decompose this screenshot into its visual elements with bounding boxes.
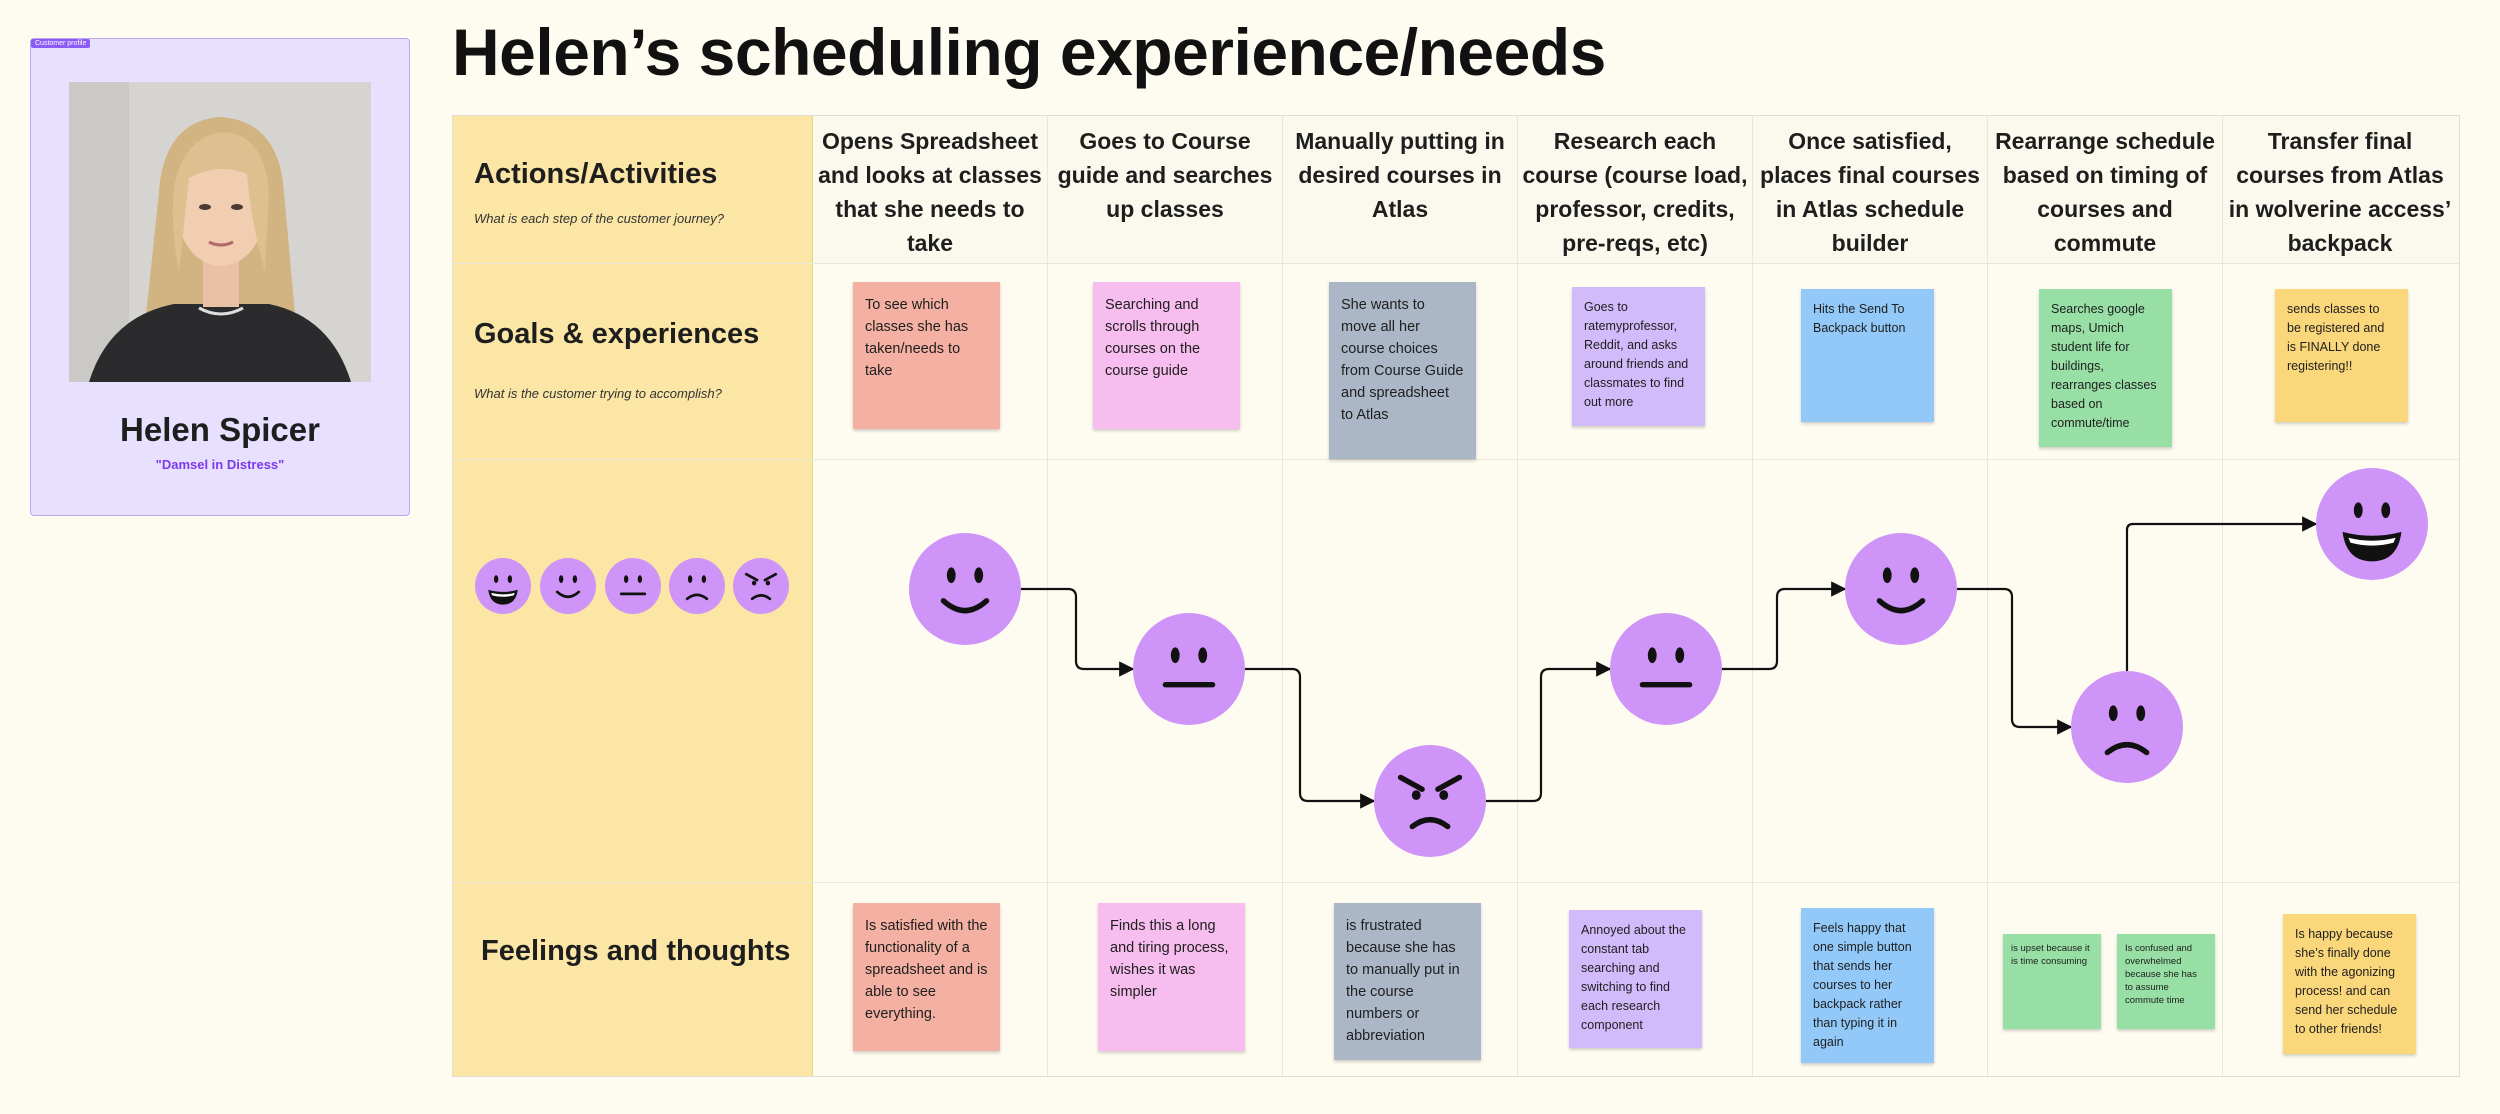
header-row-background — [813, 116, 2459, 263]
profile-tagline: "Damsel in Distress" — [155, 457, 285, 472]
feeling-sticky-note[interactable]: is upset because it is time consuming — [2003, 934, 2101, 1029]
emotion-journey-graph — [475, 468, 2428, 857]
step-header: Manually putting in desired courses in A… — [1295, 128, 1505, 222]
journey-faces — [909, 468, 2428, 857]
step-header: Goes to Course guide and searches up cla… — [1057, 128, 1273, 222]
column-divider — [1047, 116, 1048, 1076]
goal-sticky-note[interactable]: She wants to move all her course choices… — [1329, 282, 1476, 459]
neutral-face-icon — [1133, 613, 1245, 725]
goal-sticky-note[interactable]: Hits the Send To Backpack button — [1801, 289, 1934, 422]
journey-connector-arrow — [1957, 587, 2073, 735]
column-divider — [1987, 116, 1988, 1076]
column-divider — [1282, 116, 1283, 1076]
feeling-sticky-note[interactable]: Is satisfied with the functionality of a… — [853, 903, 1000, 1051]
row-divider — [453, 263, 2459, 264]
very-happy-face-icon — [475, 558, 531, 614]
step-header: Rearrange schedule based on timing of co… — [1995, 128, 2215, 256]
emotion-scale-legend — [475, 558, 789, 614]
step-header: Transfer final courses from Atlas in wol… — [2228, 128, 2452, 256]
sad-face-icon — [669, 558, 725, 614]
row-divider — [453, 882, 2459, 883]
feeling-sticky-note[interactable]: Is confused and overwhelmed because she … — [2117, 934, 2215, 1029]
goal-sticky-note[interactable]: Searches google maps, Umich student life… — [2039, 289, 2172, 447]
very-happy-face-icon — [2316, 468, 2428, 580]
feeling-sticky-note[interactable]: Is happy because she’s finally done with… — [2283, 914, 2416, 1054]
journey-connector-arrow — [1486, 661, 1612, 803]
angry-face-icon — [733, 558, 789, 614]
feeling-sticky-note[interactable]: Annoyed about the constant tab searching… — [1569, 910, 1702, 1048]
happy-face-icon — [1845, 533, 1957, 645]
row-subtitle-goals: What is the customer trying to accomplis… — [474, 386, 722, 401]
journey-connectors — [1021, 516, 2318, 809]
profile-tag: Customer profile — [31, 39, 91, 48]
angry-face-icon — [1374, 745, 1486, 857]
journey-connector-arrow — [1021, 587, 1135, 677]
page-title: Helen’s scheduling experience/needs — [452, 15, 1606, 89]
journey-connector-arrow — [2125, 516, 2318, 671]
step-header: Research each course (course load, profe… — [1522, 128, 1748, 256]
column-divider — [2222, 116, 2223, 1076]
feeling-sticky-note[interactable]: Feels happy that one simple button that … — [1801, 908, 1934, 1063]
feeling-sticky-note[interactable]: Finds this a long and tiring process, wi… — [1098, 903, 1245, 1051]
goal-sticky-note[interactable]: sends classes to be registered and is FI… — [2275, 289, 2408, 422]
profile-name: Helen Spicer — [120, 411, 320, 448]
step-header: Opens Spreadsheet and looks at classes t… — [818, 128, 1042, 256]
goal-sticky-note[interactable]: To see which classes she has taken/needs… — [853, 282, 1000, 429]
journey-map-board: Actions/Activities What is each step of … — [452, 115, 2460, 1077]
sad-face-icon — [2071, 671, 2183, 783]
neutral-face-icon — [1610, 613, 1722, 725]
row-title-feelings: Feelings and thoughts — [481, 935, 791, 967]
column-divider — [1752, 116, 1753, 1076]
feeling-sticky-note[interactable]: is frustrated because she has to manuall… — [1334, 903, 1481, 1060]
goal-sticky-note[interactable]: Searching and scrolls through courses on… — [1093, 282, 1240, 429]
customer-profile-card: Customer profile Helen Spicer "Damsel in… — [30, 38, 410, 516]
profile-photo — [69, 82, 371, 382]
happy-face-icon — [540, 558, 596, 614]
step-header: Once satisfied, places final courses in … — [1760, 128, 1980, 256]
journey-connector-arrow — [1722, 581, 1847, 671]
neutral-face-icon — [605, 558, 661, 614]
row-divider — [453, 459, 2459, 460]
goal-sticky-note[interactable]: Goes to ratemyprofessor, Reddit, and ask… — [1572, 287, 1705, 426]
row-subtitle-actions: What is each step of the customer journe… — [474, 211, 725, 226]
journey-connector-arrow — [1245, 667, 1376, 809]
row-title-goals: Goals & experiences — [474, 318, 760, 350]
row-title-actions: Actions/Activities — [474, 158, 718, 190]
happy-face-icon — [909, 533, 1021, 645]
column-divider — [1517, 116, 1518, 1076]
